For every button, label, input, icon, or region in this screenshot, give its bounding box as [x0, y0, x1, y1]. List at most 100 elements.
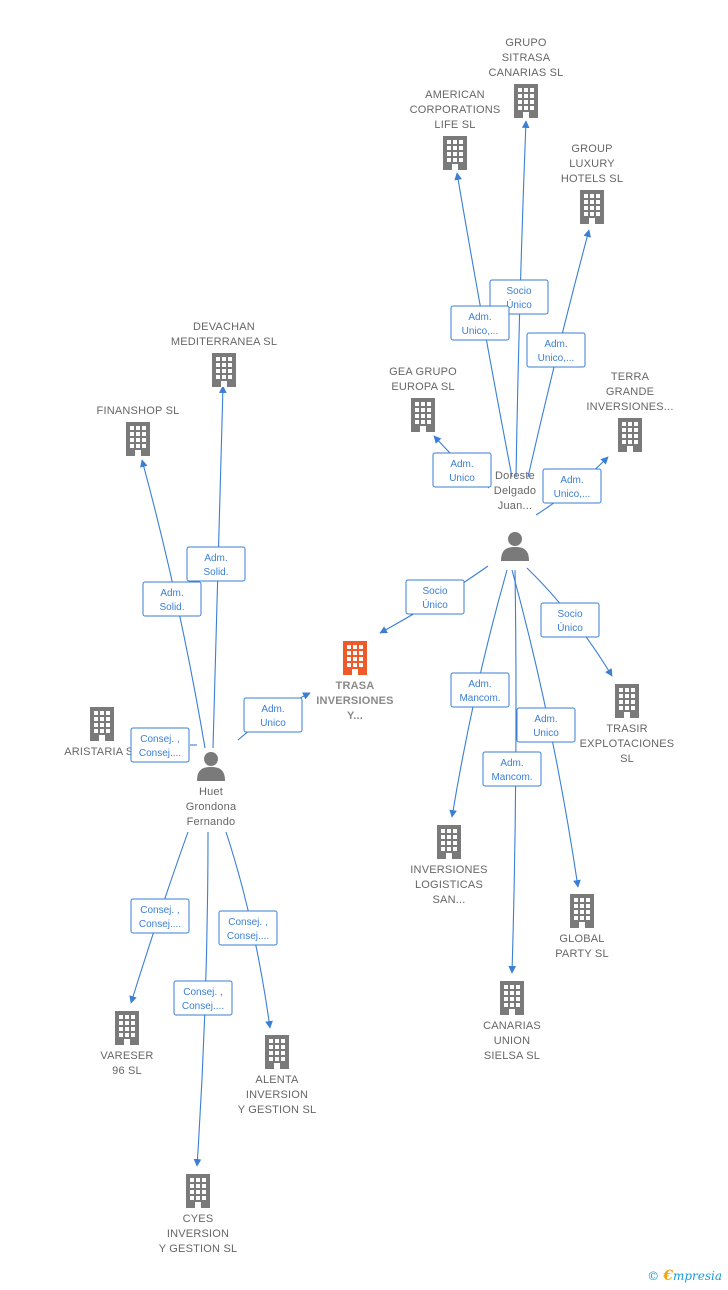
- node-label: TRASA: [336, 680, 375, 692]
- company-node-alenta[interactable]: ALENTA INVERSION Y GESTION SL: [238, 1035, 317, 1116]
- building-icon: [618, 418, 642, 452]
- edge-label-text: Solid.: [159, 602, 184, 613]
- node-label: SAN...: [433, 894, 466, 906]
- person-node-doreste[interactable]: DoresteDelgadoJuan...: [494, 470, 536, 561]
- edge-label-huet-to-alenta[interactable]: Consej. ,Consej....: [218, 910, 278, 946]
- edge-label-text: Adm.: [160, 588, 183, 599]
- edge-label-text: Socio: [422, 586, 447, 597]
- node-label: UNION: [494, 1035, 530, 1047]
- node-label: LOGISTICAS: [415, 879, 483, 891]
- building-icon: [265, 1035, 289, 1069]
- edge-label-huet-to-finanshop[interactable]: Adm. Solid.: [142, 581, 202, 617]
- edge-label-huet-to-devachan[interactable]: Adm.Solid.: [186, 546, 246, 582]
- node-label: GRANDE: [606, 386, 654, 398]
- node-label: Delgado: [494, 485, 536, 497]
- edge-label-text: Adm.: [204, 553, 227, 564]
- building-icon: [443, 136, 467, 170]
- edge-label-box: [450, 672, 510, 708]
- edge-label-box: [218, 910, 278, 946]
- edge-label-text: Unico,...: [538, 353, 575, 364]
- brand-name: mpresia: [672, 1269, 722, 1283]
- edge-label-doreste-to-inversiones_log[interactable]: Adm. Mancom.: [450, 672, 510, 708]
- edge-label-huet-to-vareser[interactable]: Consej. ,Consej....: [130, 898, 190, 934]
- node-label: Y GESTION SL: [238, 1104, 317, 1116]
- node-label: GEA GRUPO: [389, 366, 457, 378]
- building-icon: [580, 190, 604, 224]
- edge-label-box: [450, 305, 510, 341]
- node-label: EXPLOTACIONES: [580, 738, 675, 750]
- node-label: LIFE SL: [434, 119, 475, 131]
- edge-label-box: [173, 980, 233, 1016]
- node-label: LUXURY: [569, 158, 615, 170]
- edge-label-text: Unico,...: [462, 326, 499, 337]
- building-icon: [500, 981, 524, 1015]
- edge-label-text: Socio: [557, 609, 582, 620]
- node-label: ALENTA: [255, 1074, 299, 1086]
- edge-label-text: Adm.: [261, 704, 284, 715]
- edge-label-text: Unico: [260, 718, 286, 729]
- node-label: 96 SL: [112, 1065, 142, 1077]
- person-icon: [501, 532, 529, 561]
- edge-label-box: [526, 332, 586, 368]
- node-label: CYES: [183, 1213, 214, 1225]
- node-label: EUROPA SL: [391, 381, 454, 393]
- edge-label-doreste-to-american[interactable]: Adm.Unico,...: [450, 305, 510, 341]
- edge-label-text: Mancom.: [459, 693, 500, 704]
- edge-label-doreste-to-canarias_union[interactable]: Adm.Mancom.: [482, 751, 542, 787]
- building-icon: [570, 894, 594, 928]
- company-node-terra[interactable]: TERRAGRANDEINVERSIONES...: [586, 371, 673, 452]
- node-label: Juan...: [498, 500, 532, 512]
- edge-label-huet-to-trasa[interactable]: Adm. Unico: [243, 697, 303, 733]
- company-node-vareser[interactable]: VARESER 96 SL: [100, 1011, 153, 1077]
- building-icon: [126, 422, 150, 456]
- company-node-trasa[interactable]: TRASAINVERSIONESY...: [316, 641, 393, 722]
- company-node-aristaria[interactable]: ARISTARIA SL: [64, 707, 140, 758]
- edge-label-box: [432, 452, 492, 488]
- node-label: VARESER: [100, 1050, 153, 1062]
- edge-label-text: Único: [557, 621, 583, 634]
- edge-label-box: [405, 579, 465, 615]
- node-label: FINANSHOP SL: [97, 405, 180, 417]
- edge-label-doreste-to-global_party[interactable]: Adm.Unico: [516, 707, 576, 743]
- node-label: GRUPO: [505, 37, 547, 49]
- company-node-gea[interactable]: GEA GRUPO EUROPA SL: [389, 366, 457, 432]
- edge-label-box: [243, 697, 303, 733]
- building-icon: [437, 825, 461, 859]
- edge-label-text: Unico: [533, 728, 559, 739]
- edge-label-text: Mancom.: [491, 772, 532, 783]
- building-icon: [411, 398, 435, 432]
- node-label: SITRASA: [502, 52, 551, 64]
- edge-label-box: [142, 581, 202, 617]
- edge-label-doreste-to-gea[interactable]: Adm.Unico: [432, 452, 492, 488]
- edge-label-text: Adm.: [468, 679, 491, 690]
- edge-label-doreste-to-terra[interactable]: Adm. Unico,...: [542, 468, 602, 504]
- node-label: INVERSION: [246, 1089, 308, 1101]
- node-label: INVERSIONES: [410, 864, 487, 876]
- company-node-finanshop[interactable]: FINANSHOP SL: [97, 405, 180, 456]
- edge-label-box: [482, 751, 542, 787]
- edge-label-huet-to-aristaria[interactable]: Consej. ,Consej....: [130, 727, 190, 763]
- edge-label-box: [516, 707, 576, 743]
- node-label: Y GESTION SL: [159, 1243, 238, 1255]
- company-node-inversiones_log[interactable]: INVERSIONES LOGISTICAS SAN...: [410, 825, 487, 906]
- node-label: MEDITERRANEA SL: [171, 336, 277, 348]
- edge-label-huet-to-cyes[interactable]: Consej. ,Consej....: [173, 980, 233, 1016]
- node-label: Huet: [199, 786, 223, 798]
- edge-label-text: Unico,...: [554, 489, 591, 500]
- edge-label-box: [130, 898, 190, 934]
- edge-label-doreste-to-group_luxury[interactable]: Adm.Unico,...: [526, 332, 586, 368]
- edge-label-text: Adm.: [560, 475, 583, 486]
- edge-label-text: Adm.: [450, 459, 473, 470]
- node-label: AMERICAN: [425, 89, 485, 101]
